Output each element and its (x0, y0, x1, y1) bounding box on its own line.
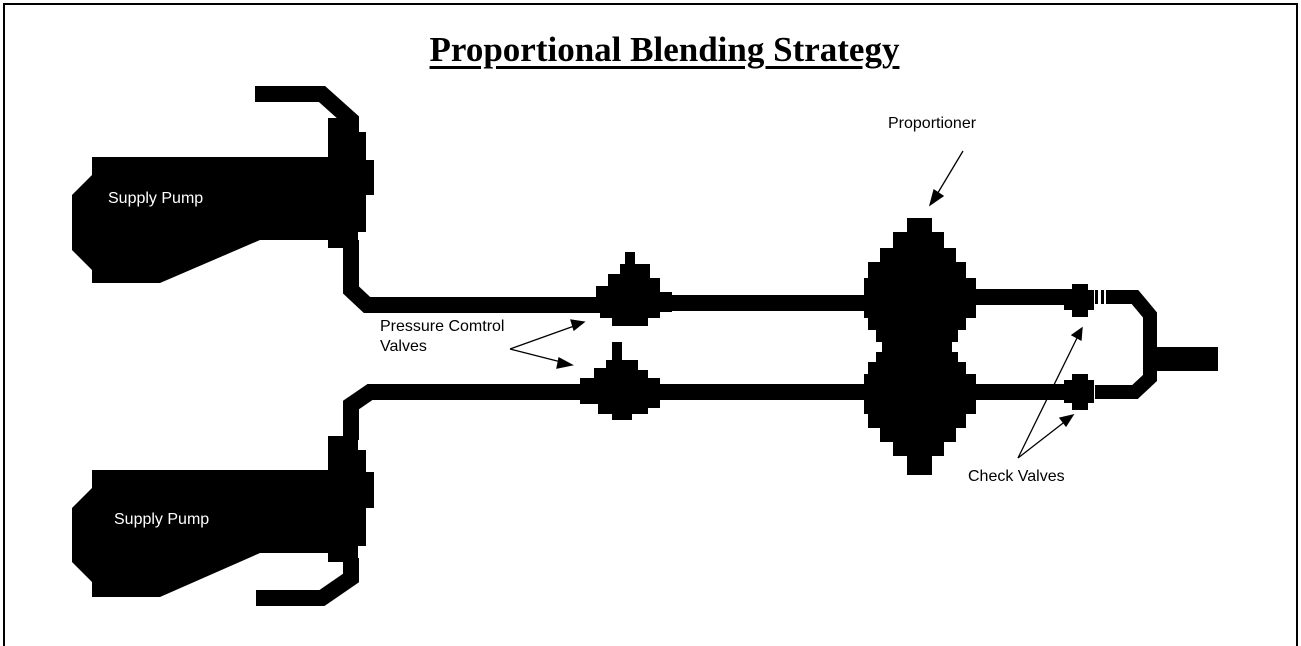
annotation-arrows (509, 150, 1083, 459)
supply-pump-bottom-label: Supply Pump (114, 511, 209, 528)
check-arrow-lower (1017, 419, 1068, 459)
supply-pump-bottom (72, 436, 374, 597)
diagram-title: Proportional Blending Strategy (429, 30, 900, 69)
check-valve-top (1064, 284, 1094, 317)
check-valve-bottom (1064, 374, 1094, 410)
bottom-pump-outlet-pipe (256, 558, 359, 606)
outlet-pipe (1152, 347, 1218, 371)
pressure-control-valve-bottom (580, 342, 660, 420)
proportioner-arrow (935, 150, 964, 197)
pressure-control-label-line2: Valves (380, 338, 427, 355)
top-supply-pipe (343, 240, 600, 313)
pressure-control-label-line1: Pressure Comtrol (380, 318, 504, 335)
check-valves-label: Check Valves (968, 468, 1065, 485)
supply-pump-top-label: Supply Pump (108, 190, 203, 207)
supply-pump-top (72, 118, 374, 283)
pressure-arrow-lower (509, 348, 566, 364)
bottom-supply-pipe (343, 384, 600, 440)
proportioner-body (864, 218, 976, 475)
proportioner-label: Proportioner (888, 115, 977, 132)
diagram-labels: Supply Pump Supply Pump Proportioner Pre… (108, 115, 1065, 528)
piping (255, 86, 1157, 606)
outlet-loop-pipe (1095, 290, 1157, 399)
pressure-control-valve-top (596, 252, 672, 326)
check-arrow-upper (1017, 335, 1079, 459)
pressure-arrow-upper (509, 324, 578, 350)
diagram-frame (3, 3, 1298, 646)
